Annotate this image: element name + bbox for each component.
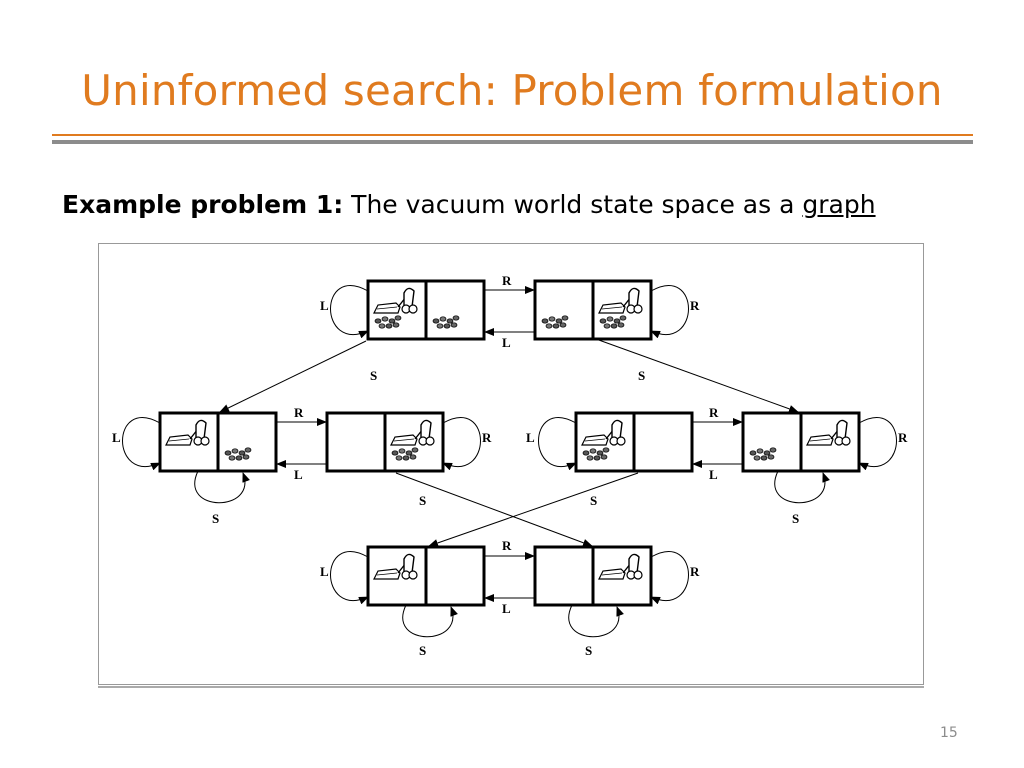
vacuum-state-space-diagram: R L L R R L R L L R L <box>98 243 924 688</box>
loop-s1-left <box>330 285 369 339</box>
label-l-loop-5: L <box>526 430 535 445</box>
edge-s2-s6-suck <box>595 338 799 413</box>
label-s-loop-8: S <box>585 643 592 658</box>
title-rule-gray <box>52 140 973 144</box>
state-s6 <box>741 411 861 473</box>
edge-s1-s3-suck <box>219 340 367 413</box>
state-s4 <box>325 411 445 473</box>
loop-s6-right <box>858 417 897 471</box>
label-r-loop-4: R <box>482 430 492 445</box>
label-l-loop-7: L <box>320 564 329 579</box>
label-s-loop-3: S <box>212 511 219 526</box>
label-s-loop-6: S <box>792 511 799 526</box>
loop-s3-left <box>122 417 161 471</box>
graph-link[interactable]: graph <box>802 190 876 219</box>
label-l-4: L <box>502 601 511 616</box>
label-s-2: S <box>638 368 645 383</box>
label-l-1: L <box>502 335 511 350</box>
loop-s4-right <box>442 417 481 471</box>
label-r-loop-2: R <box>690 298 700 313</box>
slide-subtitle: Example problem 1: The vacuum world stat… <box>62 190 876 219</box>
loop-s8-suck <box>568 604 624 638</box>
label-s-loop-7: S <box>419 643 426 658</box>
label-r-2: R <box>294 405 304 420</box>
loop-s3-suck <box>194 470 250 504</box>
page-number: 15 <box>940 725 958 741</box>
label-r-loop-8: R <box>690 564 700 579</box>
loop-s8-right <box>650 551 689 605</box>
state-s7 <box>366 545 486 607</box>
label-s-4: S <box>419 493 426 508</box>
figure-frame <box>98 243 924 685</box>
label-r-4: R <box>502 538 512 553</box>
label-l-loop-1: L <box>320 298 329 313</box>
loop-s2-right <box>650 285 689 339</box>
edge-s4-s8-suck <box>395 472 593 547</box>
slide-title: Uninformed search: Problem formulation <box>81 66 943 115</box>
state-s2 <box>533 279 653 341</box>
loop-s7-suck <box>402 604 458 638</box>
subtitle-text: The vacuum world state space as a <box>351 190 803 219</box>
label-r-loop-6: R <box>898 430 908 445</box>
loop-s7-left <box>330 551 369 605</box>
edge-s5-s7-suck <box>428 472 639 547</box>
label-l-2: L <box>294 467 303 482</box>
label-r-1: R <box>502 273 512 288</box>
label-s-5: S <box>590 493 597 508</box>
label-l-3: L <box>709 467 718 482</box>
subtitle-bold: Example problem 1: <box>62 190 344 219</box>
label-r-3: R <box>709 405 719 420</box>
label-s-1: S <box>370 368 377 383</box>
state-s8 <box>533 545 653 607</box>
title-rule-orange <box>52 134 973 136</box>
label-l-loop-3: L <box>112 430 121 445</box>
state-s5 <box>574 411 694 473</box>
state-s3 <box>158 411 278 473</box>
loop-s6-suck <box>774 470 830 504</box>
loop-s5-left <box>538 417 577 471</box>
state-s1 <box>366 279 486 341</box>
